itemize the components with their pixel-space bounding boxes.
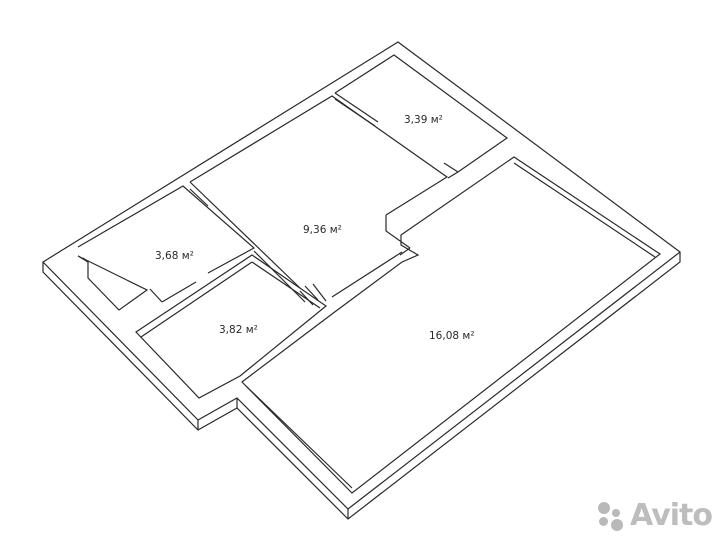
room-outline-left (77, 185, 256, 311)
room-area-label-center: 9,36 м² (303, 224, 342, 236)
room-outline-large (241, 156, 662, 494)
room-outline-center (189, 95, 449, 302)
avito-watermark-text: Avito (630, 498, 713, 533)
room-area-label-small-top-right: 3,39 м² (404, 114, 443, 126)
avito-logo-icon (596, 501, 626, 531)
room-outline-bottom-left (135, 254, 327, 399)
avito-watermark: Avito (596, 498, 713, 533)
room-area-label-left: 3,68 м² (155, 250, 194, 262)
room-outline-small-top-right (334, 54, 509, 173)
room-area-label-bottom-left: 3,82 м² (219, 324, 258, 336)
room-area-label-large: 16,08 м² (429, 330, 475, 342)
outer-wall (42, 41, 681, 510)
